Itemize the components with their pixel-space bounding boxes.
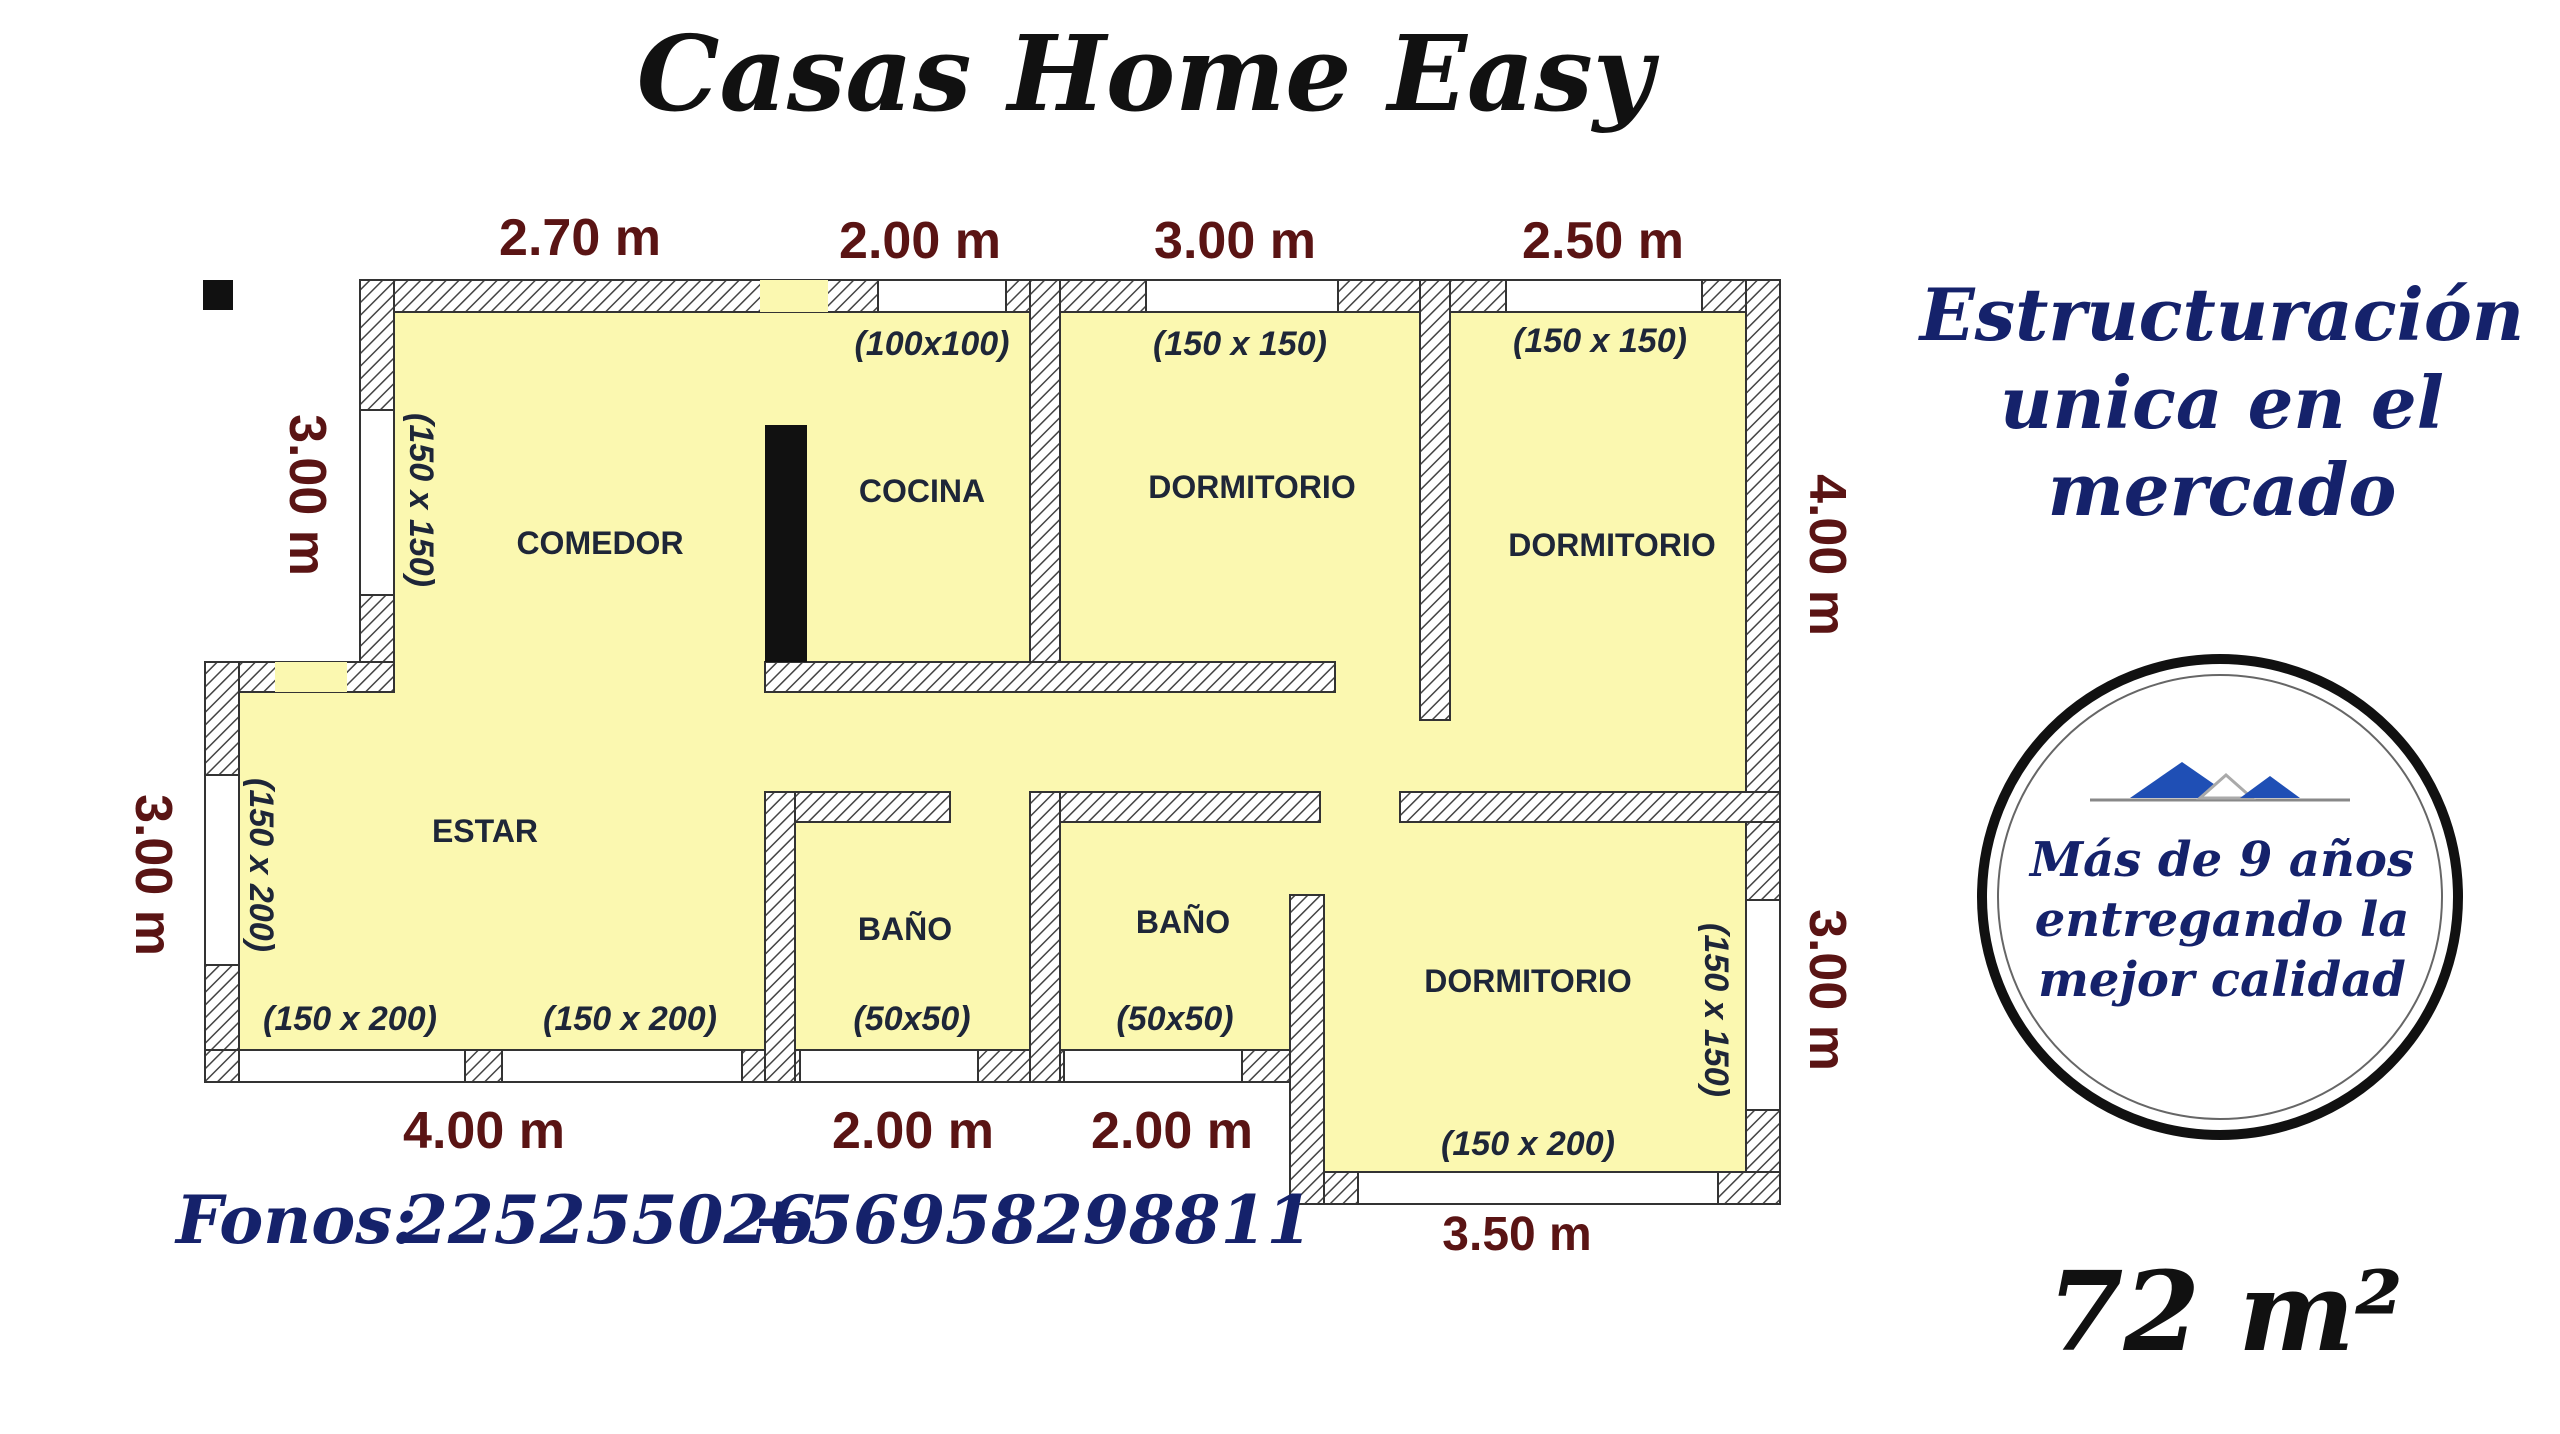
window-label-bano-1: (50x50) bbox=[853, 1000, 970, 1038]
tagline: Estructuración unica en el mercado bbox=[1918, 272, 2525, 532]
badge-line-2: entregando la bbox=[2035, 892, 2410, 948]
room-label-dormitorio-1: DORMITORIO bbox=[1148, 469, 1355, 505]
phone-number-1: 225255026 bbox=[401, 1181, 815, 1259]
room-label-dormitorio-2: DORMITORIO bbox=[1508, 527, 1715, 563]
dimension-bottom-4: 3.50 m bbox=[1442, 1208, 1591, 1261]
window-label-estar-bottom-2: (150 x 200) bbox=[543, 1000, 717, 1038]
corner-marker bbox=[203, 280, 233, 310]
dimension-left-2: 3.00 m bbox=[124, 794, 182, 956]
dimension-top-3: 3.00 m bbox=[1154, 212, 1316, 270]
window-label-cocina: (100x100) bbox=[854, 325, 1009, 363]
window-label-estar-bottom-1: (150 x 200) bbox=[263, 1000, 437, 1038]
tagline-line-1: Estructuración bbox=[1918, 272, 2525, 357]
room-label-dormitorio-3: DORMITORIO bbox=[1424, 963, 1631, 999]
dimension-top-2: 2.00 m bbox=[839, 212, 1001, 270]
total-area: 72 m² bbox=[2047, 1247, 2403, 1376]
dimension-right-2: 3.00 m bbox=[1798, 909, 1856, 1071]
dimensions: 2.70 m 2.00 m 3.00 m 2.50 m 4.00 m 2.00 … bbox=[124, 209, 1856, 1261]
room-label-comedor: COMEDOR bbox=[516, 525, 683, 561]
kitchen-counter bbox=[765, 425, 807, 662]
room-label-estar: ESTAR bbox=[432, 813, 538, 849]
dimension-top-1: 2.70 m bbox=[499, 209, 661, 267]
badge-line-1: Más de 9 años bbox=[2028, 832, 2414, 888]
room-label-bano-2: BAÑO bbox=[1136, 904, 1230, 940]
room-label-cocina: COCINA bbox=[859, 473, 985, 509]
dimension-right-1: 4.00 m bbox=[1798, 474, 1856, 636]
room-label-bano-1: BAÑO bbox=[858, 911, 952, 947]
badge-line-3: mejor calidad bbox=[2038, 952, 2406, 1008]
windows bbox=[204, 279, 1781, 1205]
dimension-bottom-2: 2.00 m bbox=[832, 1102, 994, 1160]
house-roof-icon bbox=[2090, 762, 2350, 802]
phone-number-2: +56958298811 bbox=[752, 1181, 1312, 1259]
contact-phones: Fonos: 225255026 +56958298811 bbox=[174, 1181, 1312, 1259]
tagline-line-2: unica en el bbox=[2000, 360, 2444, 445]
dimension-bottom-1: 4.00 m bbox=[403, 1102, 565, 1160]
door-opening bbox=[760, 280, 828, 312]
room-labels: COMEDOR COCINA DORMITORIO DORMITORIO EST… bbox=[432, 469, 1716, 999]
phones-label: Fonos: bbox=[174, 1181, 417, 1259]
window-label-dormitorio-1: (150 x 150) bbox=[1153, 325, 1327, 363]
window-labels: (100x100) (150 x 150) (150 x 150) (150 x… bbox=[242, 322, 1735, 1163]
page-title: Casas Home Easy bbox=[637, 12, 1660, 135]
window-label-bano-2: (50x50) bbox=[1116, 1000, 1233, 1038]
experience-badge: Más de 9 años entregando la mejor calida… bbox=[1977, 654, 2463, 1140]
window-label-dormitorio-3-side: (150 x 150) bbox=[1697, 923, 1735, 1097]
floor-area bbox=[205, 282, 1780, 1204]
window-label-estar-side: (150 x 200) bbox=[242, 778, 280, 952]
tagline-line-3: mercado bbox=[2048, 447, 2397, 532]
door-opening bbox=[275, 662, 347, 692]
dimension-bottom-3: 2.00 m bbox=[1091, 1102, 1253, 1160]
window-label-dormitorio-2: (150 x 150) bbox=[1513, 322, 1687, 360]
window-label-comedor-side: (150 x 150) bbox=[402, 413, 440, 587]
window-label-dormitorio-3-bottom: (150 x 200) bbox=[1441, 1125, 1615, 1163]
dimension-top-4: 2.50 m bbox=[1522, 212, 1684, 270]
dimension-left-1: 3.00 m bbox=[278, 414, 336, 576]
